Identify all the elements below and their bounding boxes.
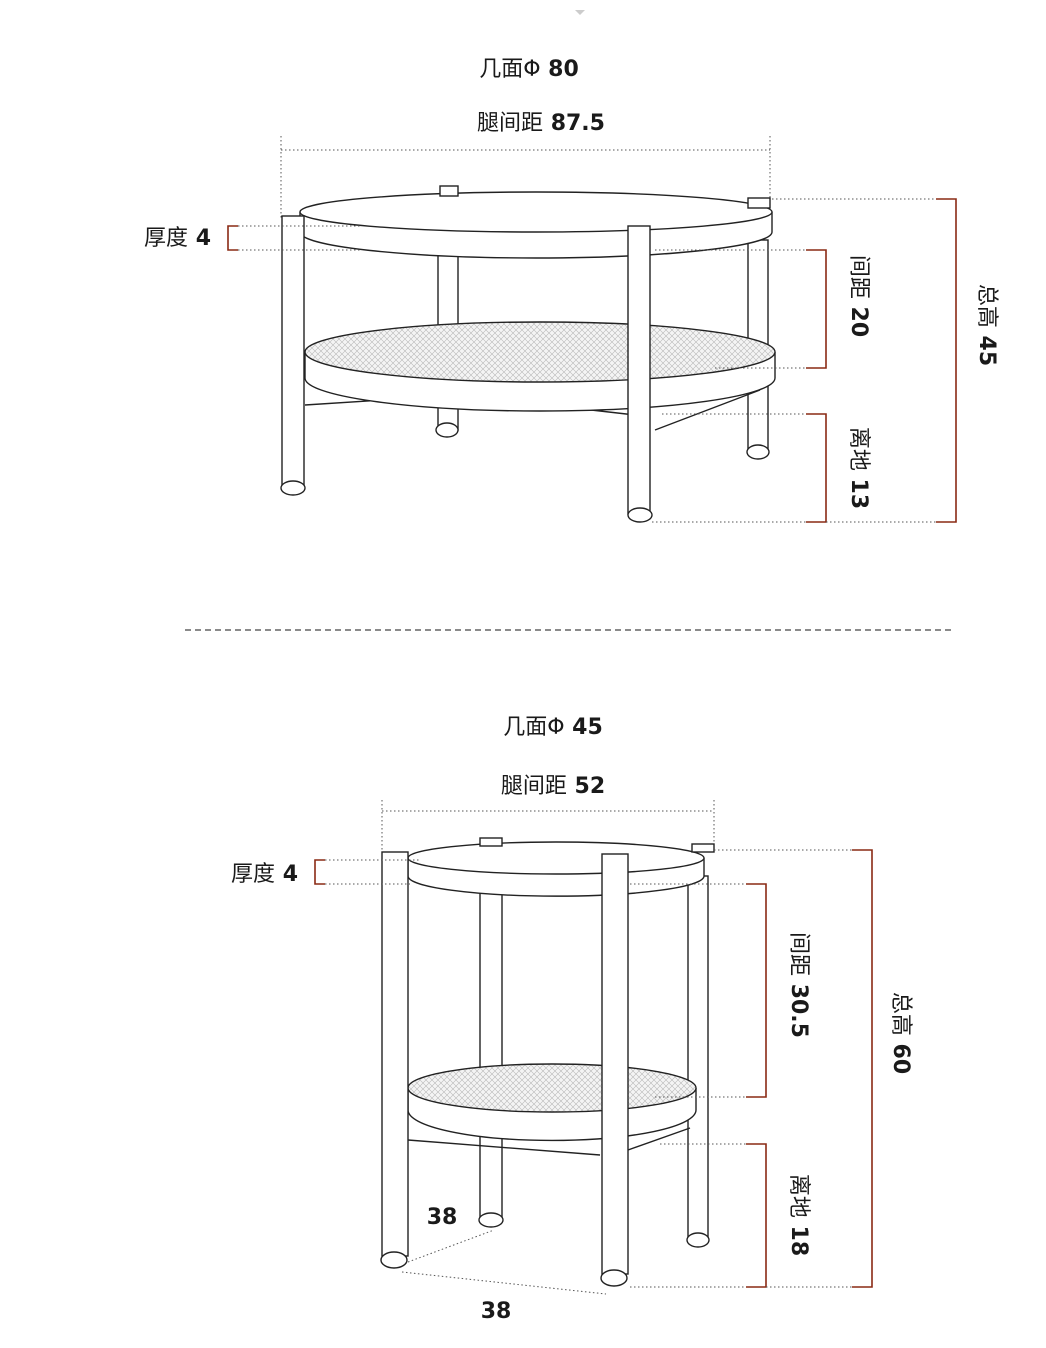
coffee-table-drawing: 几面Φ 80 腿间距 87.5 厚度 4 — [144, 57, 999, 523]
side-clearance-bracket — [746, 1143, 767, 1288]
side-tabletop — [407, 841, 705, 875]
side-thickness-bracket — [314, 859, 325, 885]
coffee-thickness-bracket — [227, 225, 238, 251]
collapse-marker-icon — [575, 10, 585, 15]
side-base-depth-line — [407, 1229, 495, 1263]
side-total-height-bracket — [852, 849, 873, 1288]
side-total-height-label: 总高 60 — [888, 992, 913, 1074]
side-gap-label: 间距 30.5 — [786, 932, 811, 1038]
side-back-leg-right — [687, 875, 709, 1241]
side-table-drawing: 几面Φ 45 腿间距 52 厚度 4 — [231, 715, 913, 1324]
side-diameter-label: 几面Φ 45 — [503, 715, 603, 740]
coffee-gap-label: 间距 20 — [846, 255, 871, 337]
side-front-leg-left — [381, 851, 409, 1257]
coffee-diameter-label: 几面Φ 80 — [479, 57, 579, 82]
coffee-clearance-bracket — [806, 413, 827, 523]
side-clearance-label: 离地 18 — [786, 1174, 811, 1256]
side-front-leg-right — [601, 853, 629, 1275]
coffee-tabletop — [299, 191, 773, 233]
coffee-gap-bracket — [806, 249, 827, 369]
side-leg-span-label: 腿间距 52 — [501, 774, 605, 799]
side-base-width-label: 38 — [481, 1299, 512, 1324]
coffee-thickness-label: 厚度 4 — [144, 226, 211, 251]
side-back-leg-left — [479, 879, 503, 1219]
coffee-clearance-label: 离地 13 — [846, 427, 871, 509]
coffee-front-leg-left — [281, 215, 305, 487]
coffee-rattan-shelf — [304, 321, 776, 383]
side-rattan-shelf — [407, 1063, 697, 1113]
coffee-total-height-label: 总高 45 — [974, 284, 999, 366]
coffee-total-height-bracket — [936, 198, 957, 523]
side-gap-bracket — [746, 883, 767, 1098]
side-base-width-line — [401, 1271, 607, 1295]
coffee-front-leg-right — [627, 225, 651, 515]
side-thickness-label: 厚度 4 — [231, 862, 298, 887]
coffee-leg-span-label: 腿间距 87.5 — [477, 111, 605, 136]
side-base-depth-label: 38 — [427, 1205, 458, 1230]
